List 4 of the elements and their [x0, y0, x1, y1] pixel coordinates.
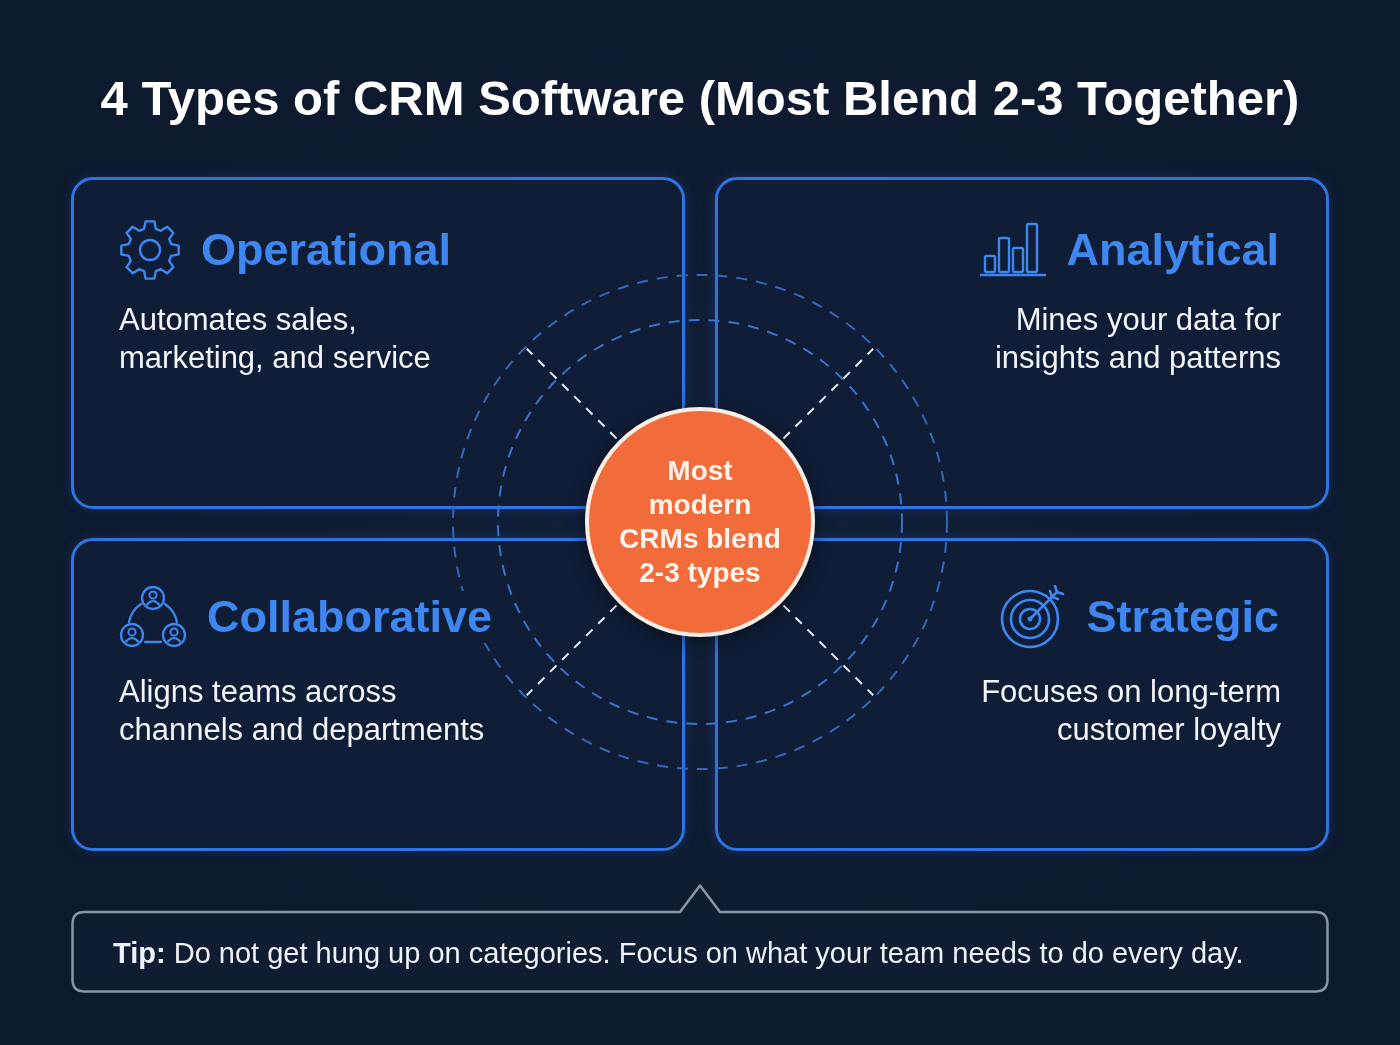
circle-text: Most modern CRMs blend 2-3 types: [618, 454, 782, 590]
tip-text: Tip: Do not get hung up on categories. Focus on what your team needs to do every day.: [113, 935, 1244, 970]
diagram-title: 4 Types of CRM Software (Most Blend 2-3 Together): [100, 70, 1300, 126]
tip-callout: [71, 884, 1329, 993]
